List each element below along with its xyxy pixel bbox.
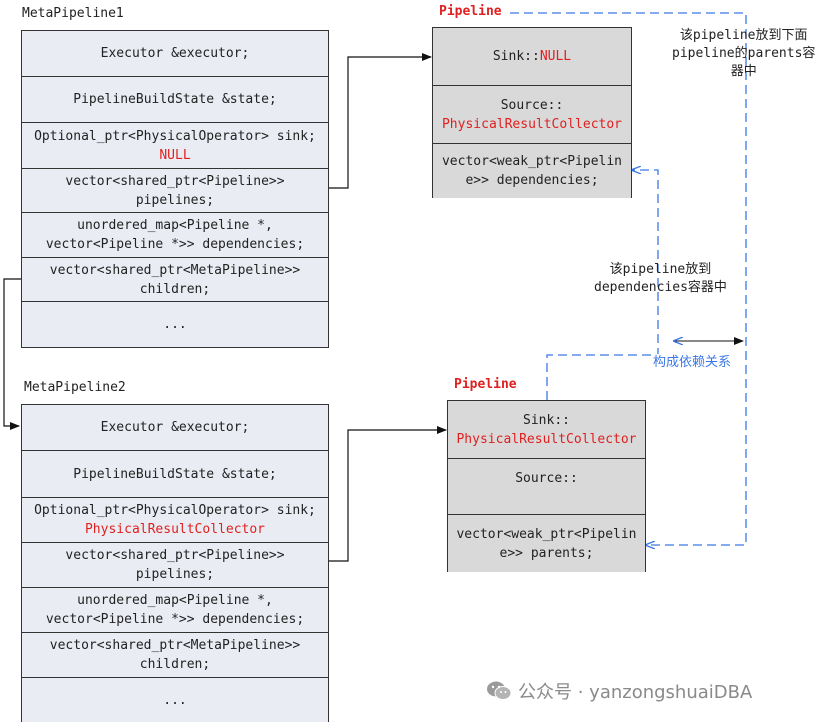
pipeline1-title: Pipeline	[439, 4, 502, 19]
meta2-sink-value: PhysicalResultCollector	[84, 522, 265, 537]
pipeline1-source-prefix: Source::	[500, 97, 564, 113]
pipeline2-sink-prefix: Sink::	[523, 412, 570, 428]
meta2-children-text: vector<shared_ptr<MetaPipeline>>	[49, 638, 301, 653]
meta1-dependencies-row: unordered_map<Pipeline *, vector<Pipelin…	[22, 212, 328, 257]
parents-note-line3: 器中	[730, 64, 757, 79]
meta1-dependencies-text: unordered_map<Pipeline *,	[77, 218, 273, 233]
meta2-executor-text: Executor &executor;	[100, 420, 250, 435]
meta1-box: Executor &executor; PipelineBuildState &…	[21, 30, 329, 348]
pipeline1-box: Sink::NULL Source:: PhysicalResultCollec…	[432, 27, 632, 198]
meta2-children-row: vector<shared_ptr<MetaPipeline>> childre…	[22, 632, 328, 677]
meta1-state-text: PipelineBuildState &state;	[73, 92, 277, 107]
pipeline2-title: Pipeline	[454, 377, 517, 392]
pipeline2-source-row: Source::	[448, 458, 645, 514]
meta1-executor-row: Executor &executor;	[22, 31, 328, 76]
meta2-dependencies-row: unordered_map<Pipeline *, vector<Pipelin…	[22, 587, 328, 632]
wechat-icon	[487, 681, 512, 700]
pipeline2-box: Sink:: PhysicalResultCollector Source:: …	[447, 400, 646, 572]
meta2-sink-text: Optional_ptr<PhysicalOperator> sink;	[34, 503, 316, 518]
meta1-children-row: vector<shared_ptr<MetaPipeline>> childre…	[22, 257, 328, 301]
meta1-pipelines-text: vector<shared_ptr<Pipeline>>	[65, 173, 285, 189]
meta1-sink-text: Optional_ptr<PhysicalOperator> sink;	[34, 128, 316, 144]
pipeline2-sink-value: PhysicalResultCollector	[456, 431, 637, 447]
meta2-sink-row: Optional_ptr<PhysicalOperator> sink; Phy…	[22, 497, 328, 542]
pipeline1-sink-value: NULL	[539, 49, 572, 64]
meta1-children-text2: children;	[139, 281, 211, 297]
parents-note-line2: pipeline的parents容	[672, 46, 816, 61]
meta1-title: MetaPipeline1	[22, 6, 124, 21]
pipeline1-vec-line2: e>> dependencies;	[465, 173, 599, 188]
pipeline1-dependencies-row: vector<weak_ptr<Pipelin e>> dependencies…	[433, 143, 631, 198]
meta1-sink-row: Optional_ptr<PhysicalOperator> sink; NUL…	[22, 122, 328, 168]
pipeline2-vec-line2: e>> parents;	[499, 545, 594, 561]
watermark-text: 公众号 · yanzongshuaiDBA	[518, 682, 753, 703]
meta2-state-row: PipelineBuildState &state;	[22, 450, 328, 497]
meta1-sink-value: NULL	[159, 147, 191, 163]
meta2-pipelines-row: vector<shared_ptr<Pipeline>> pipelines;	[22, 542, 328, 587]
meta2-pipelines-text: vector<shared_ptr<Pipeline>>	[65, 548, 285, 563]
meta2-ellipsis-row: ...	[22, 677, 328, 722]
arrow-meta1-children-to-meta2	[3, 278, 21, 430]
pipeline2-sink-row: Sink:: PhysicalResultCollector	[448, 401, 645, 458]
arrow-meta1-to-pipeline1	[328, 53, 432, 189]
pipeline1-sink-prefix: Sink::	[492, 49, 540, 64]
meta2-box: Executor &executor; PipelineBuildState &…	[21, 404, 329, 722]
pipeline2-vec-line1: vector<weak_ptr<Pipelin	[456, 526, 637, 542]
meta1-ellipsis-row: ...	[22, 301, 328, 347]
meta2-pipelines-text2: pipelines;	[135, 567, 215, 582]
meta1-pipelines-text2: pipelines;	[135, 192, 215, 208]
pipeline2-source-prefix: Source::	[515, 471, 578, 486]
meta2-title: MetaPipeline2	[24, 380, 126, 395]
pipeline1-source-row: Source:: PhysicalResultCollector	[433, 85, 631, 143]
dependencies-note: 该pipeline放到 dependencies容器中	[594, 261, 727, 297]
meta2-dependencies-text2: vector<Pipeline *>> dependencies;	[45, 612, 305, 627]
pipeline1-source-value: PhysicalResultCollector	[441, 116, 622, 132]
meta1-ellipsis-text: ...	[163, 317, 187, 332]
pipeline1-vec-line1: vector<weak_ptr<Pipelin	[441, 154, 622, 169]
meta1-state-row: PipelineBuildState &state;	[22, 76, 328, 122]
parents-note: 该pipeline放到下面 pipeline的parents容 器中	[672, 27, 815, 81]
meta1-dependencies-text2: vector<Pipeline *>> dependencies;	[45, 237, 305, 252]
meta2-children-text2: children;	[139, 657, 211, 672]
meta2-dependencies-text: unordered_map<Pipeline *,	[77, 593, 273, 608]
watermark: 公众号 · yanzongshuaiDBA	[486, 678, 752, 704]
pipeline1-sink-row: Sink::NULL	[433, 28, 631, 85]
relation-note: 构成依赖关系	[652, 354, 733, 372]
parents-note-line1: 该pipeline放到下面	[679, 28, 808, 43]
meta1-executor-text: Executor &executor;	[100, 46, 250, 61]
meta1-pipelines-row: vector<shared_ptr<Pipeline>> pipelines;	[22, 168, 328, 212]
meta2-executor-row: Executor &executor;	[22, 405, 328, 450]
pipeline2-parents-row: vector<weak_ptr<Pipelin e>> parents;	[448, 514, 645, 572]
meta2-ellipsis-text: ...	[163, 692, 187, 708]
dependencies-note-line1: 该pipeline放到	[609, 262, 712, 277]
dependencies-note-line2: dependencies容器中	[594, 280, 727, 295]
arrow-meta2-to-pipeline2	[328, 426, 447, 562]
meta1-children-text: vector<shared_ptr<MetaPipeline>>	[49, 262, 301, 278]
meta2-state-text: PipelineBuildState &state;	[73, 466, 277, 482]
